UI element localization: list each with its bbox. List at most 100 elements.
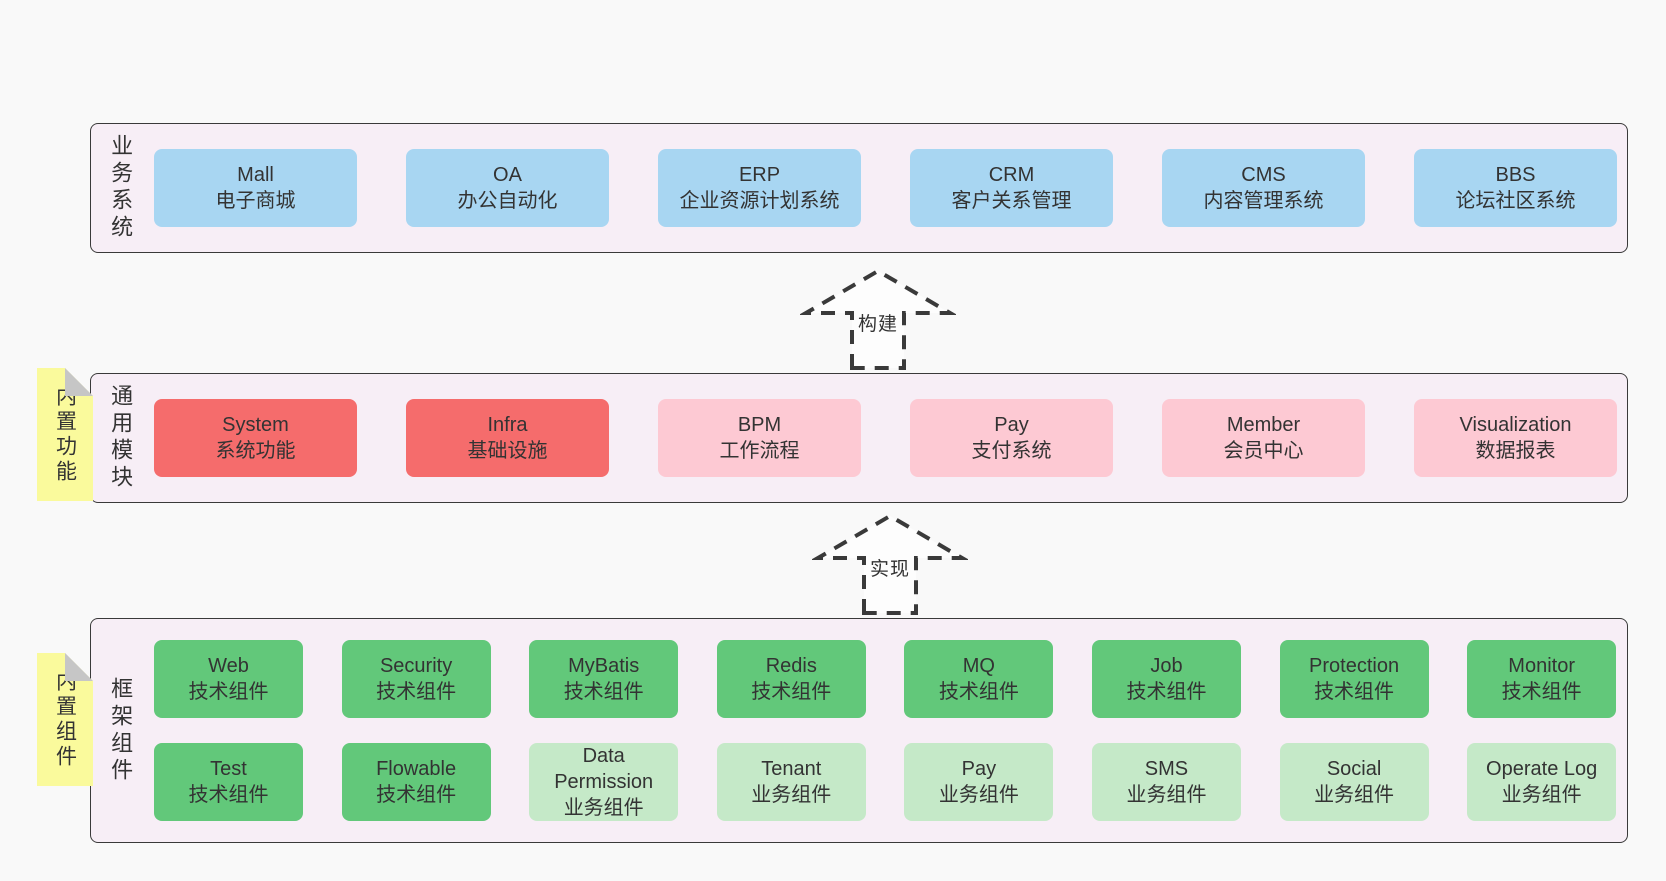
box-subtitle: 业务组件 (1314, 784, 1395, 806)
box-name: Data Permission (554, 745, 654, 793)
box-security: Security 技术组件 (341, 640, 491, 718)
box-name: Pay (961, 758, 997, 780)
box-cms: CMS 内容管理系统 (1162, 149, 1365, 227)
layer-label-common-modules: 通用模块 (91, 374, 149, 502)
box-mybatis: MyBatis 技术组件 (529, 640, 679, 718)
layer-framework-components: 框架组件 Web 技术组件 Security 技术组件 MyBatis 技术组件… (90, 618, 1628, 843)
box-subtitle: 办公自动化 (457, 190, 558, 212)
box-name: OA (493, 164, 522, 186)
framework-components-row-1: Web 技术组件 Security 技术组件 MyBatis 技术组件 Redi… (154, 640, 1617, 718)
box-subtitle: 工作流程 (719, 440, 800, 462)
build-arrow: 构建 (800, 265, 956, 373)
box-subtitle: 客户关系管理 (951, 190, 1072, 212)
box-bpm: BPM 工作流程 (658, 399, 861, 477)
box-erp: ERP 企业资源计划系统 (658, 149, 861, 227)
box-subtitle: 论坛社区系统 (1455, 190, 1576, 212)
box-name: Web (208, 655, 249, 677)
implement-arrow-label: 实现 (869, 559, 910, 580)
layer-business-systems: 业务系统 Mall 电子商城 OA 办公自动化 ERP 企业资源计划系统 CRM… (90, 123, 1628, 253)
box-subtitle: 技术组件 (751, 681, 832, 703)
layer-common-modules: 通用模块 System 系统功能 Infra 基础设施 BPM 工作流程 Pay… (90, 373, 1628, 503)
box-name: Infra (487, 414, 528, 436)
implement-arrow: 实现 (812, 510, 968, 618)
box-infra: Infra 基础设施 (406, 399, 609, 477)
box-subtitle: 技术组件 (188, 784, 269, 806)
box-subtitle: 内容管理系统 (1203, 190, 1324, 212)
box-oa: OA 办公自动化 (406, 149, 609, 227)
note-label: 内置功能 (53, 384, 77, 485)
box-name: Mall (237, 164, 274, 186)
box-name: SMS (1144, 758, 1189, 780)
box-name: Member (1226, 414, 1301, 436)
box-name: BPM (737, 414, 782, 436)
box-sms: SMS 业务组件 (1091, 743, 1241, 821)
layer-label-framework-components: 框架组件 (91, 619, 149, 842)
up-arrow-icon (812, 513, 968, 615)
box-job: Job 技术组件 (1091, 640, 1241, 718)
box-subtitle: 支付系统 (971, 440, 1052, 462)
box-subtitle: 系统功能 (215, 440, 296, 462)
box-subtitle: 电子商城 (215, 190, 296, 212)
box-name: Test (210, 758, 247, 780)
up-arrow-icon (800, 268, 956, 370)
box-subtitle: 技术组件 (938, 681, 1019, 703)
box-pay-system: Pay 支付系统 (910, 399, 1113, 477)
box-name: Security (379, 655, 453, 677)
box-name: Operate Log (1486, 758, 1598, 780)
box-subtitle: 技术组件 (1501, 681, 1582, 703)
box-operate-log: Operate Log 业务组件 (1467, 743, 1617, 821)
box-crm: CRM 客户关系管理 (910, 149, 1113, 227)
layer-label-text: 框架组件 (108, 676, 134, 785)
box-name: Redis (765, 655, 817, 677)
box-name: ERP (738, 164, 781, 186)
box-name: Protection (1309, 655, 1400, 677)
box-subtitle: 技术组件 (376, 681, 457, 703)
box-subtitle: 业务组件 (751, 784, 832, 806)
box-test: Test 技术组件 (154, 743, 303, 821)
box-protection: Protection 技术组件 (1279, 640, 1429, 718)
box-data-permission: Data Permission 业务组件 (529, 743, 679, 821)
box-name: BBS (1495, 164, 1536, 186)
note-label: 内置组件 (53, 669, 77, 770)
box-name: Social (1326, 758, 1382, 780)
box-redis: Redis 技术组件 (716, 640, 866, 718)
box-mall: Mall 电子商城 (154, 149, 357, 227)
layer-label-text: 业务系统 (108, 134, 134, 242)
box-subtitle: 业务组件 (1501, 784, 1582, 806)
box-subtitle: 技术组件 (376, 784, 457, 806)
box-social: Social 业务组件 (1279, 743, 1429, 821)
box-flowable: Flowable 技术组件 (341, 743, 491, 821)
box-subtitle: 技术组件 (188, 681, 269, 703)
box-pay-component: Pay 业务组件 (904, 743, 1054, 821)
box-subtitle: 技术组件 (563, 681, 644, 703)
box-bbs: BBS 论坛社区系统 (1414, 149, 1617, 227)
box-monitor: Monitor 技术组件 (1467, 640, 1617, 718)
box-tenant: Tenant 业务组件 (716, 743, 866, 821)
box-name: System (222, 414, 289, 436)
box-subtitle: 业务组件 (563, 797, 644, 819)
box-subtitle: 业务组件 (1126, 784, 1207, 806)
box-web: Web 技术组件 (154, 640, 303, 718)
folded-corner-icon (65, 653, 93, 681)
box-name: MQ (962, 655, 995, 677)
common-modules-row: System 系统功能 Infra 基础设施 BPM 工作流程 Pay 支付系统… (154, 399, 1617, 477)
box-subtitle: 企业资源计划系统 (679, 190, 840, 212)
box-subtitle: 业务组件 (938, 784, 1019, 806)
box-visualization: Visualization 数据报表 (1414, 399, 1617, 477)
box-name: CRM (988, 164, 1035, 186)
box-name: CMS (1241, 164, 1286, 186)
business-systems-row: Mall 电子商城 OA 办公自动化 ERP 企业资源计划系统 CRM 客户关系… (154, 149, 1617, 227)
box-name: Job (1150, 655, 1183, 677)
box-name: Visualization (1459, 414, 1572, 436)
box-name: MyBatis (568, 655, 640, 677)
framework-components-row-2: Test 技术组件 Flowable 技术组件 Data Permission … (154, 743, 1617, 821)
box-system: System 系统功能 (154, 399, 357, 477)
box-name: Pay (994, 414, 1029, 436)
box-name: Tenant (761, 758, 822, 780)
layer-label-text: 通用模块 (108, 384, 134, 492)
box-name: Flowable (376, 758, 457, 780)
build-arrow-label: 构建 (857, 314, 898, 335)
box-subtitle: 数据报表 (1475, 440, 1556, 462)
box-subtitle: 会员中心 (1223, 440, 1304, 462)
